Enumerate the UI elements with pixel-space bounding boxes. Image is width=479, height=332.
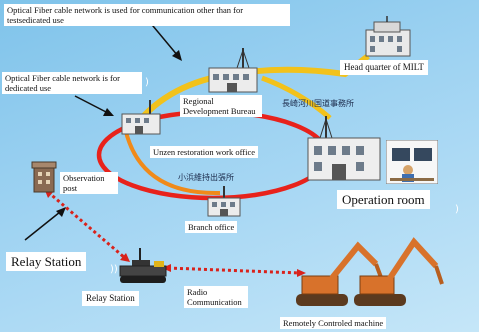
unzen-office-label: Unzen restoration work office [150,146,259,158]
arrow-dedicated-head [103,108,114,116]
branch-link-arc [123,127,221,196]
signal-mark-3: )) [110,264,118,275]
radio-arrow-right [297,269,306,277]
observation-post-building-icon [31,161,57,193]
arrow-relay-head [56,207,66,217]
observation-post-label: Observation post [60,172,118,194]
relay-station-label: Relay Station [82,291,139,306]
operation-room-label: Operation room [337,190,430,209]
unzen-office-building-icon [121,100,161,135]
regional-bureau-label: Regional Development Bureau [180,95,262,117]
radio-link-machine [167,266,301,275]
radio-communication-label: Radio Communication [184,286,248,308]
remote-machine-label: Remotely Controled machine [280,317,387,329]
arrow-general [147,19,179,57]
radio-arrow-down [120,253,130,262]
hq-label: Head quarter of MILT [340,60,428,75]
relay-station-callout-label: Relay Station [6,252,87,271]
signal-mark-1: ) [145,77,149,88]
arrow-general-head [172,50,182,61]
nagasaki-office-jp-label: 長崎河川国道事務所 [282,99,354,108]
branch-office-building-icon [207,186,241,217]
arrow-dedicated [74,95,109,114]
optical-dedicated-label: Optical Fiber cable network is for dedic… [2,72,142,94]
excavator-icon [296,237,444,306]
branch-office-label: Branch office [185,221,238,233]
operation-room-building-icon [307,116,381,181]
radio-link-observation [47,190,126,260]
signal-mark-2: ) [455,204,459,215]
operator-desk-icon [386,140,438,184]
general-network-line-2 [261,75,332,120]
regional-bureau-building-icon [208,48,258,93]
obama-office-jp-label: 小浜維持出張所 [178,173,234,182]
relay-vehicle-icon [119,248,167,283]
hq-building-icon [365,16,411,57]
arrow-relay [24,211,61,241]
optical-general-label: Optical Fiber cable network is used for … [4,4,290,26]
